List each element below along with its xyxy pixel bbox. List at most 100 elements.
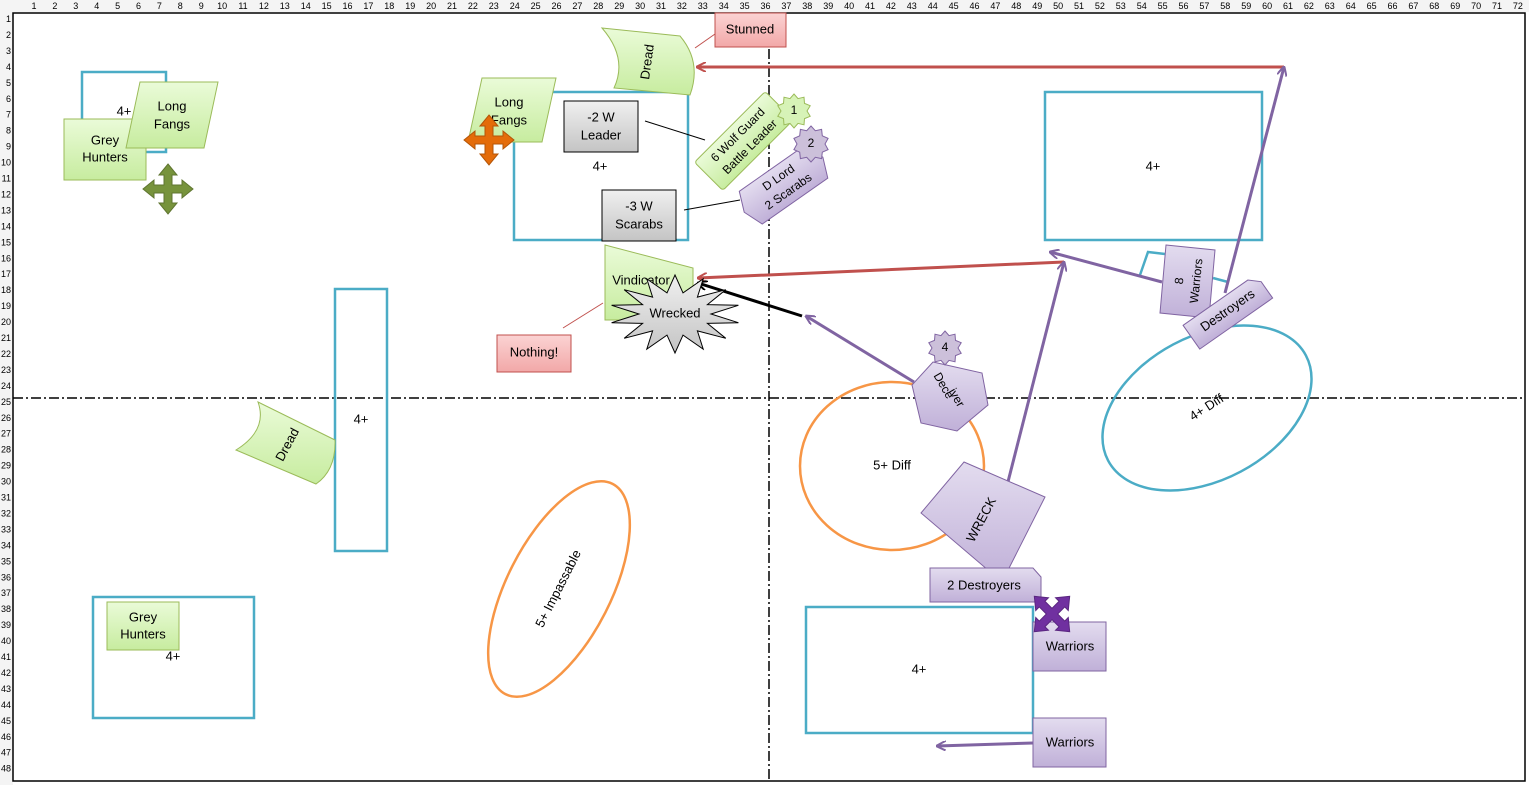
unit-dread-left[interactable]: Dread [234,401,336,485]
row-label: 21 [1,333,11,343]
row-labels: 1234567891011121314151617181920212223242… [1,14,11,774]
unit-deceiver[interactable]: Dece iver [911,361,989,432]
arrow-red-to-vindicator [698,260,1065,278]
arrow-purple-deceiver [806,316,915,384]
unit-label-line1: 8 [1172,277,1187,285]
row-label: 7 [6,110,11,120]
terrain-box-bottom-right: 4+ [804,605,1035,735]
column-label: 2 [52,1,57,11]
unit-destroyers-bottom[interactable]: 2 Destroyers [929,567,1042,603]
unit-label-line2: Hunters [82,149,128,164]
unit-grey-hunters-top[interactable]: Grey Hunters [63,118,147,181]
unit-label-line2: Warriors [1187,258,1206,304]
move-cross-orange-icon [463,114,515,166]
column-label: 25 [531,1,541,11]
row-label: 29 [1,461,11,471]
column-label: 43 [907,1,917,11]
column-label: 32 [677,1,687,11]
column-label: 8 [178,1,183,11]
row-label: 1 [6,14,11,24]
terrain-corner [1212,276,1229,284]
column-label: 29 [614,1,624,11]
badge-label: 1 [791,103,798,117]
column-label: 31 [656,1,666,11]
row-label: 44 [1,700,11,710]
note-leader-loss: -2 W Leader [563,100,639,153]
note-stunned-connector [694,33,716,49]
row-label: 27 [1,429,11,439]
row-label: 33 [1,524,11,534]
terrain-box-top-center: 4+ [512,90,690,242]
unit-warriors-bottom[interactable]: Warriors [1032,717,1107,768]
terrain-label: 5+ Diff [873,457,911,472]
move-cross-purple-icon [1033,595,1071,633]
unit-warriors-top[interactable]: 8 Warriors [1159,244,1216,319]
column-label: 39 [823,1,833,11]
row-label: 46 [1,732,11,742]
unit-grey-hunters-bottom[interactable]: Grey Hunters [106,601,180,651]
column-label: 30 [635,1,645,11]
row-label: 8 [6,126,11,136]
terrain-corner [1138,250,1166,276]
unit-dread-top[interactable]: Dread [600,27,695,96]
row-label: 24 [1,381,11,391]
column-label: 64 [1346,1,1356,11]
column-label: 37 [781,1,791,11]
row-label: 15 [1,237,11,247]
column-label: 14 [301,1,311,11]
row-label: 11 [2,174,11,184]
terrain-label: 4+ [117,103,132,118]
unit-long-fangs-left[interactable]: Long Fangs [125,81,219,149]
column-label: 19 [405,1,415,11]
column-label: 36 [760,1,770,11]
column-label: 1 [31,1,36,11]
row-label: 39 [1,620,11,630]
terrain-box-top-right: 4+ [1043,90,1264,242]
row-label: 20 [1,317,11,327]
row-label: 19 [1,301,11,311]
row-label: 13 [1,205,11,215]
column-label: 56 [1178,1,1188,11]
row-label: 14 [1,221,11,231]
column-label: 52 [1095,1,1105,11]
row-label: 17 [1,269,11,279]
row-label: 45 [1,716,11,726]
column-label: 35 [740,1,750,11]
note-label: Stunned [726,21,774,36]
column-label: 26 [551,1,561,11]
unit-label: Warriors [1046,638,1095,653]
column-label: 42 [886,1,896,11]
column-label: 45 [949,1,959,11]
row-label: 25 [1,397,11,407]
column-label: 46 [969,1,979,11]
column-label: 47 [990,1,1000,11]
column-label: 22 [468,1,478,11]
badge-2-marker: 2 [793,125,829,163]
note-stunned: Stunned [714,12,787,48]
note-label-line2: Scarabs [615,216,663,231]
unit-long-fangs-center[interactable]: Long Fangs [467,77,557,143]
row-label: 38 [1,604,11,614]
unit-label-line1: Long [495,94,524,109]
badge-4-marker: 4 [928,330,962,366]
column-label: 58 [1220,1,1230,11]
row-label: 16 [1,253,11,263]
column-label: 50 [1053,1,1063,11]
row-label: 43 [1,684,11,694]
column-label: 63 [1325,1,1335,11]
column-label: 38 [802,1,812,11]
column-label: 41 [865,1,875,11]
column-label: 18 [384,1,394,11]
unit-wreck[interactable]: WRECK [920,461,1046,583]
unit-label-line1: Grey [91,132,120,147]
column-label: 48 [1011,1,1021,11]
column-label: 24 [510,1,520,11]
row-label: 26 [1,413,11,423]
badge-label: 4 [942,340,949,354]
unit-label-line1: Grey [129,609,158,624]
badge-1-marker: 1 [777,93,811,129]
row-label: 5 [6,78,11,88]
column-label: 16 [342,1,352,11]
